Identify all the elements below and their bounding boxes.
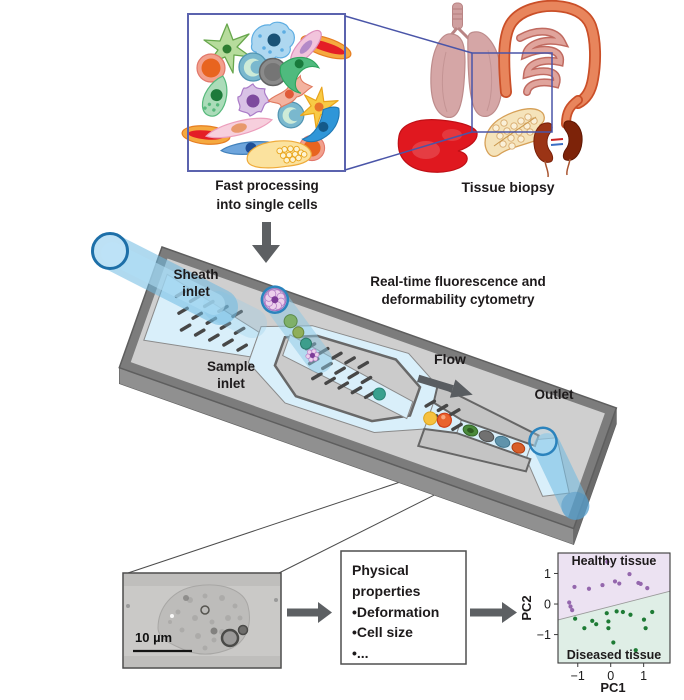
teardrop-cell-icon [201,75,228,117]
label-line: inlet [182,284,210,299]
organs-illustration [397,0,602,178]
flower-cell-icon [305,348,320,363]
zoom-connector [344,15,553,171]
intestines-icon [498,0,602,129]
diseased-data-point [628,612,633,617]
properties-title-line: Physical [352,562,409,578]
sample-inlet-label: Sample inlet [191,358,271,392]
flow-label: Flow [434,351,466,367]
properties-item: •Cell size [352,624,413,641]
y-tick-label: −1 [537,628,551,642]
properties-title-line: properties [352,582,421,599]
sheath-inlet-label: Sheath inlet [156,266,236,300]
flow-arrow-icon [417,374,473,398]
healthy-data-point [645,586,650,591]
sample-tube [260,285,333,373]
cell-microscopy-image [122,572,282,669]
cell-collection-illustration [181,21,352,169]
properties-item: •Deformation [352,603,440,620]
liver-icon [397,119,478,173]
right-arrow-icon [470,602,517,623]
label-line: Sheath [173,267,219,282]
diseased-data-point [594,622,599,627]
cells-box-caption: Fast processing into single cells [189,176,345,214]
right-arrow-icon [287,602,332,623]
healthy-region [558,553,670,620]
healthy-data-point [570,608,575,613]
plot-border [557,552,671,664]
crescent-cell-icon [279,56,321,94]
healthy-data-point [612,579,618,584]
diseased-data-point [650,609,655,615]
down-arrow-icon [252,222,280,263]
flowing-cells [372,387,526,454]
diseased-data-point [620,609,625,615]
granule-cell-icon [246,140,312,169]
biopsy-region-box [471,52,553,133]
healthy-data-point [627,571,632,577]
diseased-region [558,591,670,663]
diseased-data-point [633,648,638,653]
y-tick-label: 1 [544,567,551,581]
healthy-region-label: Healthy tissue [572,554,657,568]
x-tick-label: 0 [607,669,614,683]
diseased-data-point [641,617,647,622]
healthy-data-point [605,559,610,564]
healthy-data-point [572,584,577,590]
x-tick-label: −1 [571,669,585,683]
healthy-data-point [567,600,572,605]
healthy-data-point [568,604,573,609]
healthy-data-point [638,581,643,586]
diseased-data-point [606,619,611,624]
diseased-data-point [606,626,611,631]
amoeboid-cell-icon [250,21,295,61]
round-cell-icon [196,53,226,83]
healthy-data-point [600,582,605,588]
healthy-data-point [617,581,622,586]
single-cells-box [181,13,352,172]
fibroblast-cell-icon [267,74,314,109]
diseased-data-point [611,640,616,645]
outlet-tube [528,426,590,520]
label-line: Sample [206,359,256,374]
kidneys-icon [533,120,583,178]
dendritic-cell-icon [237,83,270,117]
spindle-cell-icon [204,117,274,139]
diseased-data-point [643,626,648,631]
x-axis-label: PC1 [600,680,626,695]
curved-cell-icon [301,106,340,143]
caption-line: into single cells [216,197,318,212]
diseased-data-point [614,609,619,614]
flower-cell-icon [263,288,287,312]
sheath-tube [91,232,267,338]
y-axis-label: PC2 [519,595,534,621]
diseased-data-point [582,626,587,631]
label-line: inlet [217,376,245,391]
properties-box [340,550,467,665]
chip-title: Real-time fluorescence and deformability… [366,273,550,309]
diseased-data-point [573,616,578,621]
title-line: Real-time fluorescence and [370,274,546,289]
constriction-walls [416,383,540,473]
title-line: deformability cytometry [381,292,535,307]
lungs-icon [430,2,503,119]
diseased-data-point [604,611,609,616]
organs-caption: Tissue biopsy [461,179,555,195]
outlet-label: Outlet [534,387,574,402]
diseased-data-point [590,618,595,623]
diseased-region-label: Diseased tissue [567,648,662,662]
healthy-data-point [586,586,592,591]
decision-boundary [557,590,671,621]
properties-item: •... [352,645,369,662]
scalebar-label: 10 µm [135,630,173,645]
cells-box-border [187,13,346,172]
caption-line: Fast processing [215,178,319,193]
y-tick-label: 0 [544,598,551,612]
properties-text: Physical properties •Deformation •Cell s… [352,560,462,664]
x-tick-label: 1 [640,669,647,683]
